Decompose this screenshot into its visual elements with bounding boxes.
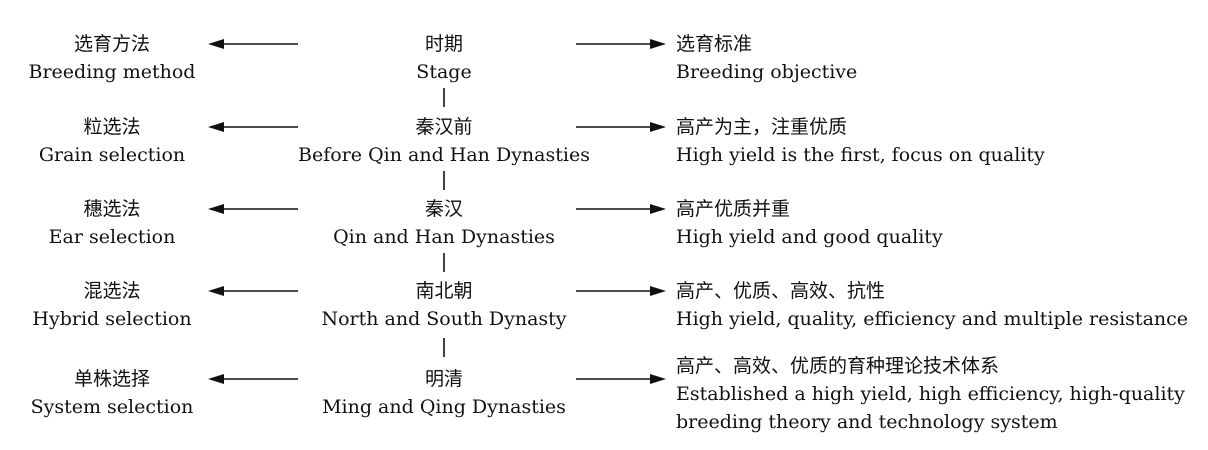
objective-en: Established a high yield, high efficienc… — [676, 383, 1185, 405]
method-zh: 混选法 — [83, 280, 141, 302]
left-arrow-head-1 — [208, 122, 224, 132]
method-en: System selection — [30, 396, 194, 418]
stage-block-0: 时期 Stage — [274, 30, 614, 86]
left-arrow-head-4 — [208, 374, 224, 384]
method-block-2: 穗选法 Ear selection — [17, 195, 207, 251]
right-arrow-head-2 — [650, 204, 666, 214]
stage-en: Qin and Han Dynasties — [333, 226, 555, 248]
objective-en: High yield and good quality — [676, 226, 943, 248]
right-arrow-head-0 — [650, 39, 666, 49]
stage-block-1: 秦汉前 Before Qin and Han Dynasties — [274, 113, 614, 169]
objective-block-2: 高产优质并重 High yield and good quality — [676, 195, 1196, 251]
method-zh: 穗选法 — [83, 198, 141, 220]
method-zh: 粒选法 — [83, 116, 141, 138]
method-zh: 选育方法 — [73, 33, 150, 55]
stage-zh: 明清 — [424, 368, 463, 390]
objective-en: High yield, quality, efficiency and mult… — [676, 308, 1189, 330]
method-zh: 单株选择 — [73, 368, 150, 390]
right-arrow-head-4 — [650, 374, 666, 384]
method-block-3: 混选法 Hybrid selection — [17, 277, 207, 333]
objective-block-0: 选育标准 Breeding objective — [676, 30, 1196, 86]
left-arrow-head-3 — [208, 286, 224, 296]
objective-zh: 高产、优质、高效、抗性 — [676, 280, 886, 302]
objective-zh: 高产、高效、优质的育种理论技术体系 — [676, 355, 1000, 377]
stage-zh: 时期 — [424, 33, 463, 55]
right-arrow-head-3 — [650, 286, 666, 296]
method-block-1: 粒选法 Grain selection — [17, 113, 207, 169]
stage-en: Before Qin and Han Dynasties — [298, 144, 590, 166]
objective-en: Breeding objective — [676, 61, 858, 83]
objective-zh: 选育标准 — [676, 33, 753, 55]
objective-block-3: 高产、优质、高效、抗性 High yield, quality, efficie… — [676, 277, 1196, 333]
stage-zh: 秦汉 — [424, 198, 463, 220]
stage-block-2: 秦汉 Qin and Han Dynasties — [274, 195, 614, 251]
stage-zh: 南北朝 — [415, 280, 473, 302]
stage-en: Stage — [416, 61, 472, 83]
left-arrow-head-2 — [208, 204, 224, 214]
objective-zh: 高产优质并重 — [676, 198, 791, 220]
objective-block-1: 高产为主，注重优质 High yield is the first, focus… — [676, 113, 1196, 169]
stage-block-4: 明清 Ming and Qing Dynasties — [274, 365, 614, 421]
stage-zh: 秦汉前 — [415, 116, 473, 138]
method-en: Breeding method — [28, 61, 196, 83]
method-en: Hybrid selection — [32, 308, 192, 330]
objective-en: High yield is the first, focus on qualit… — [676, 144, 1045, 166]
objective-block-4: 高产、高效、优质的育种理论技术体系 Established a high yie… — [676, 352, 1196, 436]
method-block-0: 选育方法 Breeding method — [17, 30, 207, 86]
method-en: Grain selection — [38, 144, 186, 166]
stage-en: Ming and Qing Dynasties — [322, 396, 566, 418]
method-en: Ear selection — [48, 226, 176, 248]
stage-en: North and South Dynasty — [321, 308, 567, 330]
method-block-4: 单株选择 System selection — [17, 365, 207, 421]
objective-en-line2: breeding theory and technology system — [676, 411, 1058, 433]
right-arrow-head-1 — [650, 122, 666, 132]
left-arrow-head-0 — [208, 39, 224, 49]
objective-zh: 高产为主，注重优质 — [676, 116, 848, 138]
stage-block-3: 南北朝 North and South Dynasty — [274, 277, 614, 333]
